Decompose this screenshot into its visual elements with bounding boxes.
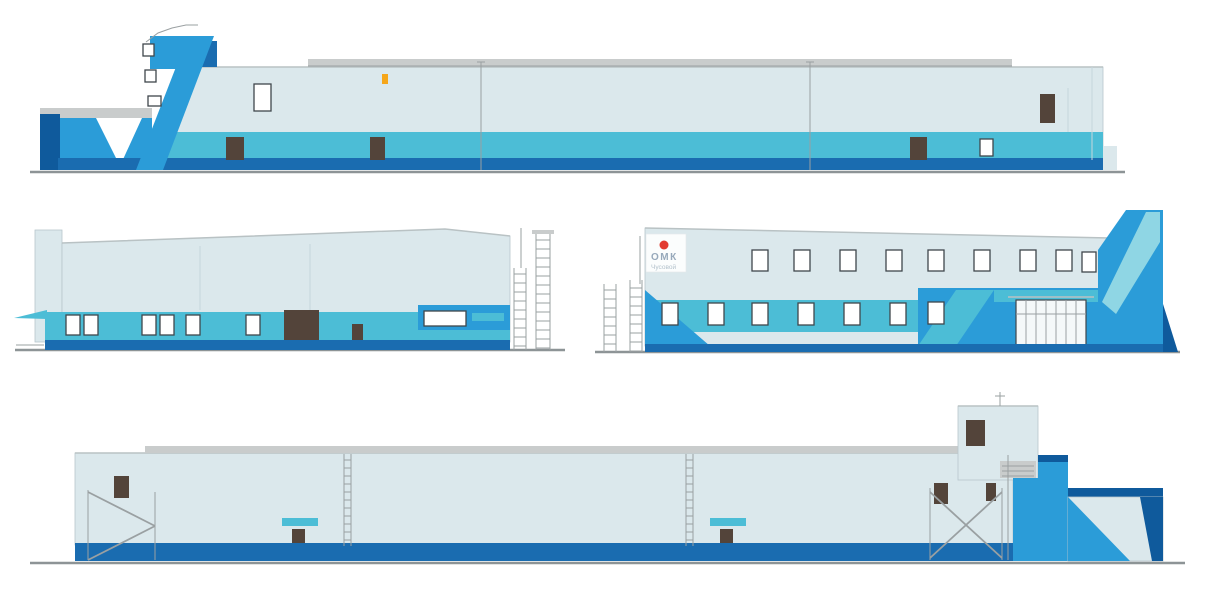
scaffold-tower <box>603 236 643 352</box>
end-step <box>1103 146 1117 170</box>
annex-notch <box>96 118 142 166</box>
logo-company-text: ОМК <box>651 252 678 263</box>
annex-roof-band <box>1068 488 1163 497</box>
cyan-band <box>164 132 1103 160</box>
stair-tower-diagonal <box>136 36 214 170</box>
ribbon-window <box>423 310 467 327</box>
cyan-bar <box>472 313 504 321</box>
window <box>885 249 903 272</box>
window <box>793 249 811 272</box>
door <box>720 529 733 543</box>
window <box>927 301 945 325</box>
window <box>927 249 945 272</box>
window <box>65 314 81 336</box>
window <box>245 314 261 336</box>
window <box>707 302 725 326</box>
wall-ladder <box>343 454 352 546</box>
window <box>159 314 175 336</box>
logo-site-text: Чусовой <box>651 263 676 271</box>
entrance-glazing <box>1015 299 1087 347</box>
elevation-left-end <box>14 228 565 352</box>
window <box>144 69 157 83</box>
roof-monitor <box>145 446 990 453</box>
annex-navy-slab <box>40 114 60 170</box>
ribbon-window <box>282 518 318 526</box>
window <box>141 314 157 336</box>
flame-marker <box>382 74 388 84</box>
annex-navy-wedge <box>1140 497 1163 561</box>
window <box>1019 249 1037 272</box>
annex-blue-wedge <box>1068 497 1130 561</box>
blue-step-high <box>1038 462 1068 561</box>
external-stair <box>929 455 1009 560</box>
blue-step-low <box>1013 478 1038 561</box>
window <box>1055 249 1073 272</box>
cyan-band <box>650 300 920 332</box>
window <box>142 43 155 57</box>
wall-ladder <box>685 454 694 546</box>
base-strip <box>75 543 1013 561</box>
door <box>292 529 305 543</box>
left-canopy <box>14 310 47 319</box>
window <box>751 302 769 326</box>
roof-coping <box>61 228 511 244</box>
lower-window-row <box>661 301 945 326</box>
company-logo: ОМК Чусовой <box>645 233 687 273</box>
elevation-entrance-front: ОМК Чусовой <box>595 210 1180 354</box>
base-strip <box>45 340 510 350</box>
window <box>797 302 815 326</box>
main-wall <box>74 452 1014 546</box>
entrance-cyan-wedge <box>918 290 994 346</box>
door <box>226 137 244 160</box>
annex-coping <box>40 108 152 118</box>
window <box>661 302 679 326</box>
entrance-cyan-strip <box>994 290 1110 302</box>
window <box>83 314 99 336</box>
window <box>889 302 907 326</box>
door <box>934 483 948 504</box>
base-strip <box>58 158 1103 170</box>
tower-window <box>966 420 985 446</box>
window <box>839 249 857 272</box>
stair-tower-top <box>150 36 192 69</box>
window <box>253 83 272 112</box>
ribbon-window <box>710 518 746 526</box>
elevation-bottom-long <box>30 392 1185 565</box>
scaffold-tower <box>513 228 554 350</box>
window <box>973 249 991 272</box>
annex-navy-band <box>1038 455 1068 463</box>
scaffold-cap <box>532 230 554 234</box>
window <box>147 95 162 107</box>
cyan-strip <box>418 330 510 342</box>
roof-monitor <box>308 59 1012 66</box>
upper-window-row <box>751 249 1097 273</box>
window <box>751 249 769 272</box>
external-stair <box>87 476 156 561</box>
window <box>979 138 994 157</box>
base-strip <box>645 344 1163 352</box>
door <box>986 483 996 501</box>
elevation-top-long <box>30 24 1125 174</box>
door <box>1040 94 1055 123</box>
door <box>352 324 363 342</box>
door <box>114 476 129 498</box>
corner-tower-band <box>1102 212 1160 314</box>
door <box>370 137 385 160</box>
logo-panel <box>645 233 687 273</box>
cyan-band <box>45 312 420 342</box>
door <box>910 137 927 160</box>
window <box>843 302 861 326</box>
right-annex-wedge <box>1163 304 1178 352</box>
window <box>185 314 201 336</box>
window <box>1081 251 1097 273</box>
louver-grille <box>1000 461 1036 478</box>
tower-railing <box>145 24 198 43</box>
logo-mark-icon <box>659 240 669 250</box>
roof-coping <box>644 227 1111 239</box>
